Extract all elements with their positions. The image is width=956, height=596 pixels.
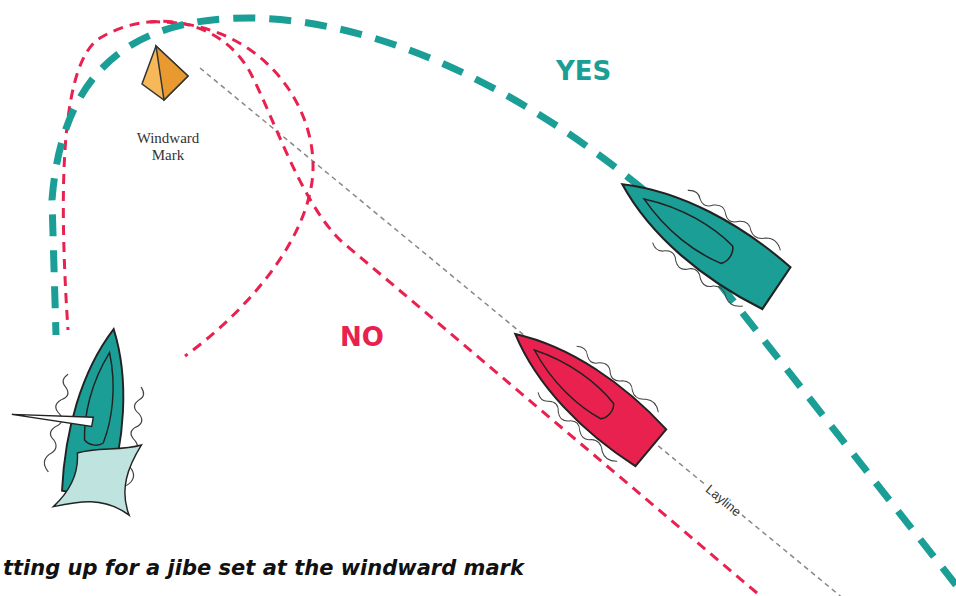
red-boat xyxy=(492,306,675,476)
caption: tting up for a jibe set at the windward … xyxy=(3,556,524,580)
no-course xyxy=(63,21,770,596)
yes-label: YES xyxy=(556,56,611,86)
no-course-loop xyxy=(150,22,313,356)
teal-boat xyxy=(601,152,798,320)
layline-label: Layline xyxy=(701,479,747,521)
no-label: NO xyxy=(340,322,384,352)
windward-mark: Windward Mark xyxy=(128,40,212,164)
yes-course xyxy=(52,18,956,585)
layline xyxy=(200,68,850,596)
mark-buoy xyxy=(128,40,212,102)
spinnaker-boat xyxy=(0,314,160,520)
mark-label: Windward Mark xyxy=(128,130,208,164)
